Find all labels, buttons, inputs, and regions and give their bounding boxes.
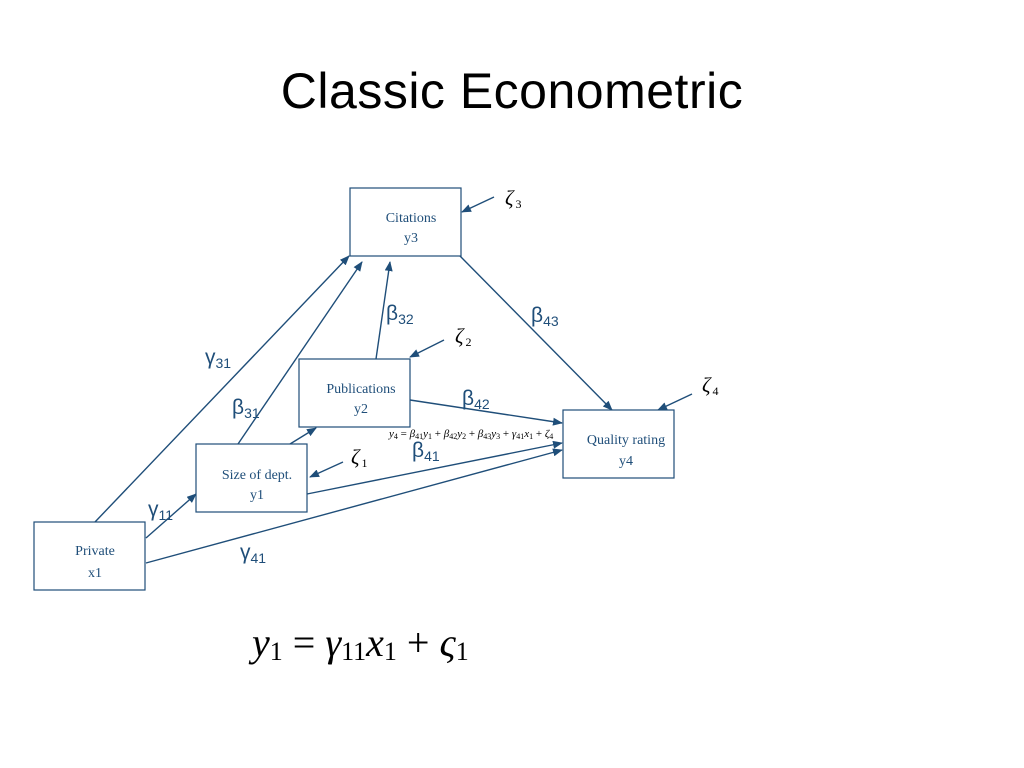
arrows <box>94 196 693 564</box>
node-private-var: x1 <box>88 566 102 581</box>
node-citations-var: y3 <box>404 231 418 246</box>
node-private: Private x1 <box>33 521 146 591</box>
arrow-private-to-citations <box>94 255 350 523</box>
arrow-zeta1-to-size <box>309 461 344 478</box>
label-gamma11: γ11 <box>148 498 173 523</box>
label-beta43: β43 <box>531 304 559 329</box>
arrow-size-to-publications <box>289 427 317 445</box>
equation-y1: y1 = γ11x1 + ς1 <box>248 620 469 666</box>
node-private-name: Private <box>75 544 115 559</box>
label-gamma31: γ31 <box>205 346 231 371</box>
label-beta31: β31 <box>232 396 260 421</box>
arrow-citations-to-quality <box>459 255 613 411</box>
label-gamma41: γ41 <box>240 541 266 566</box>
arrow-publications-to-citations <box>375 261 393 360</box>
arrow-zeta4-to-quality <box>657 393 693 411</box>
node-size-of-dept: Size of dept. y1 <box>195 443 308 513</box>
node-size-name: Size of dept. <box>222 468 292 483</box>
arrow-zeta2-to-publications <box>409 339 445 358</box>
node-size-var: y1 <box>250 488 264 503</box>
node-publications-var: y2 <box>354 402 368 417</box>
node-quality-var: y4 <box>619 454 633 469</box>
arrow-size-to-citations <box>237 261 363 445</box>
arrow-size-to-quality <box>306 440 563 495</box>
arrow-private-to-quality <box>145 448 563 564</box>
label-beta41: β41 <box>412 439 440 464</box>
node-citations-name: Citations <box>386 211 437 226</box>
node-quality-name: Quality rating <box>587 433 665 448</box>
arrow-zeta3-to-citations <box>461 196 495 213</box>
slide-title: Classic Econometric <box>280 63 744 119</box>
node-quality-rating: Quality rating y4 <box>562 409 675 479</box>
node-publications-name: Publications <box>326 382 395 397</box>
label-beta42: β42 <box>462 387 490 412</box>
node-publications: Publications y2 <box>298 358 411 428</box>
arrow-publications-to-quality <box>409 399 563 426</box>
equation-y4: y4 = β41y1 + β42y2 + β43y3 + γ41x1 + ζ4 <box>388 428 553 441</box>
node-citations: Citations y3 <box>349 187 462 257</box>
label-beta32: β32 <box>386 302 414 327</box>
arrow-private-to-size <box>145 493 197 539</box>
